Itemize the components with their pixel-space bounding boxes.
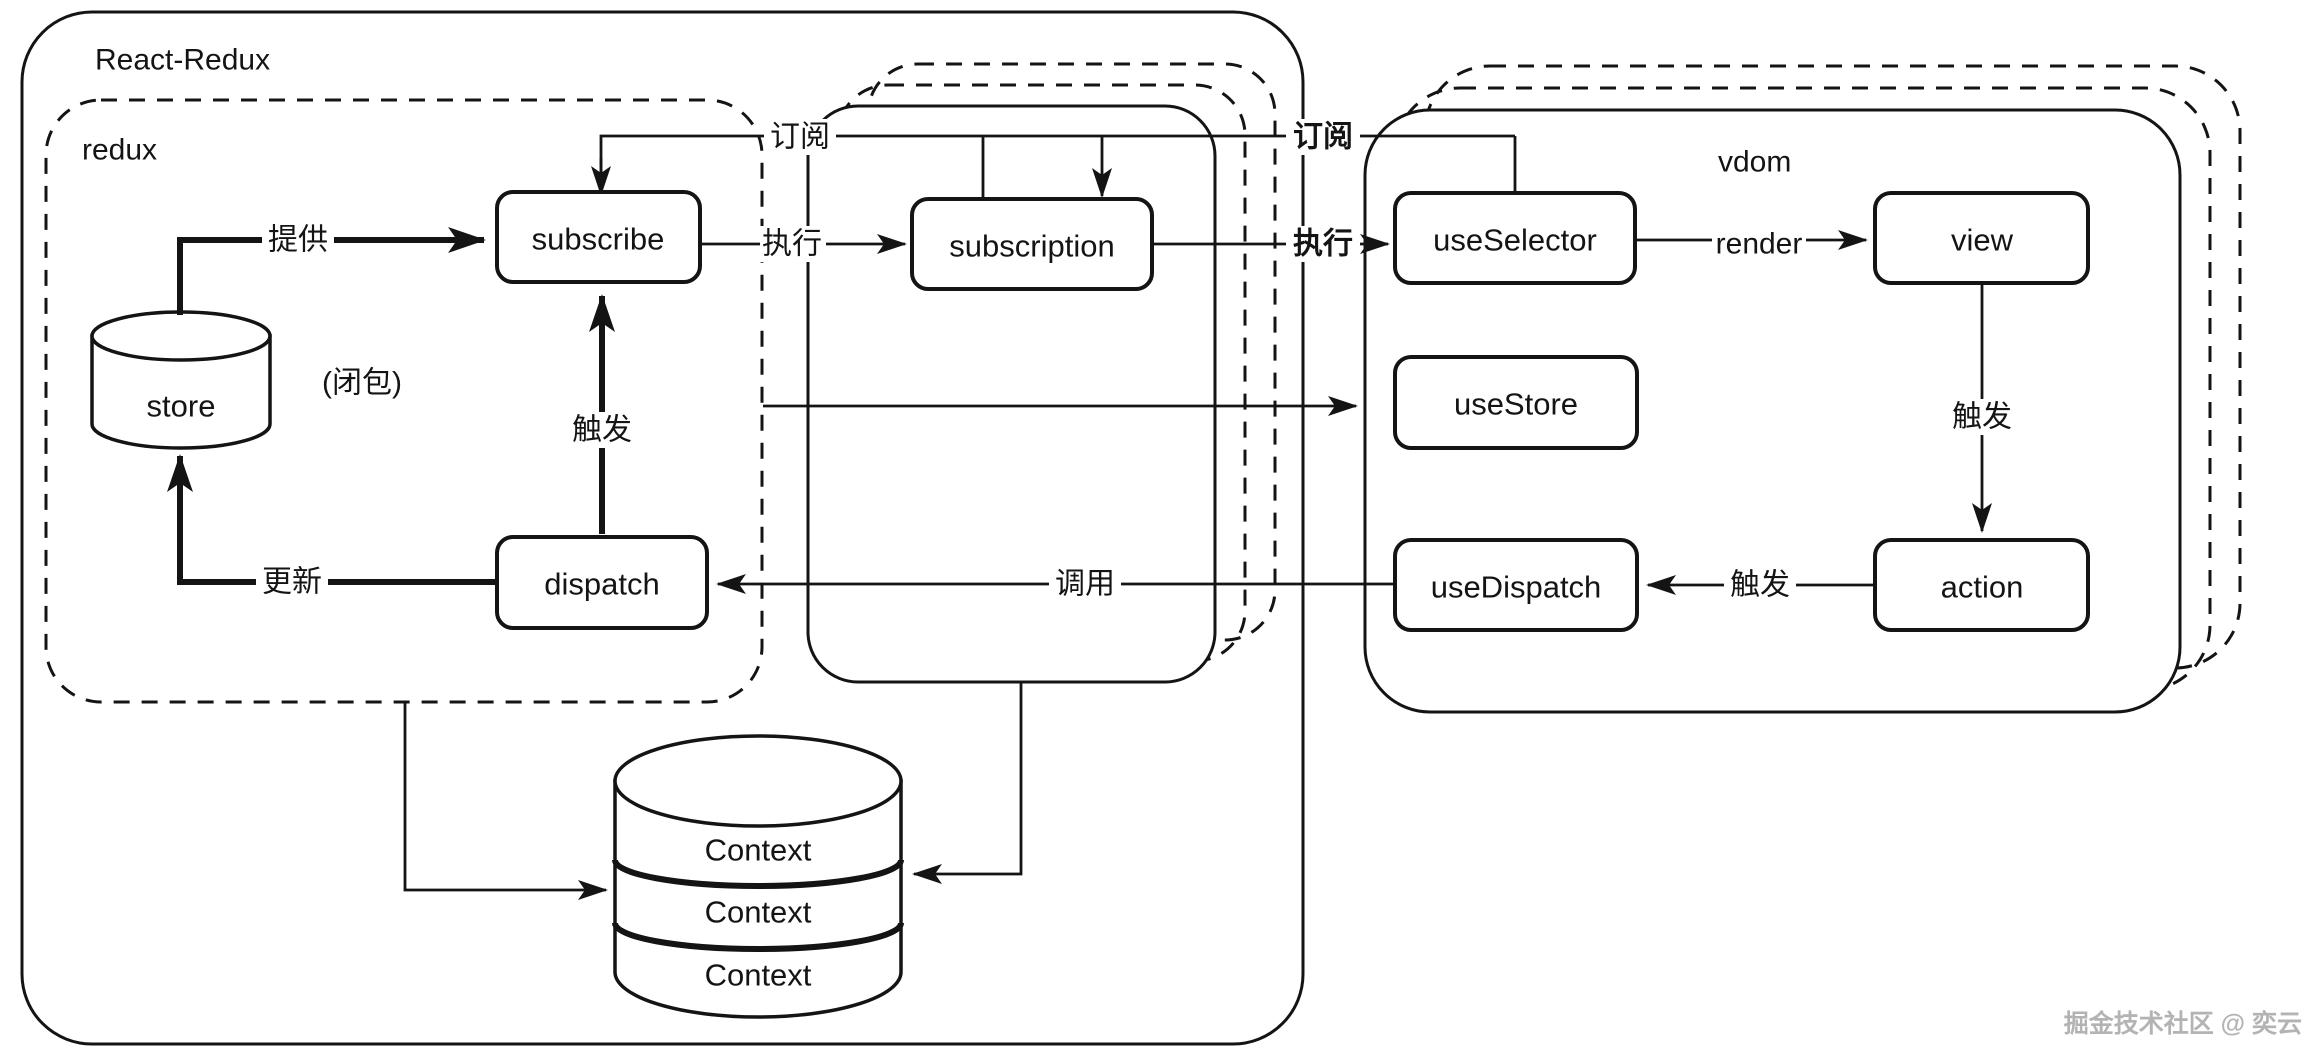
edge-label-provide-bg	[262, 222, 334, 258]
store-cylinder	[90, 310, 272, 450]
edge-store-provide-subscribe	[177, 227, 486, 315]
node-action	[1873, 538, 2090, 632]
container-vdom-label: vdom	[1718, 146, 1791, 179]
node-usestore-label: useStore	[1454, 387, 1578, 422]
edge-label-trigger-dispatch: 触发	[572, 414, 632, 447]
edge-label-call-bg	[1049, 566, 1121, 602]
edge-label-render: render	[1716, 228, 1803, 261]
edge-dispatch-update-store	[167, 454, 497, 585]
watermark: 掘金技术社区 @ 奕云	[2064, 1009, 2302, 1038]
node-useselector-label: useSelector	[1433, 223, 1597, 258]
edge-label-subscribe-left: 订阅	[770, 121, 830, 154]
node-usestore	[1393, 355, 1639, 450]
edge-label-render-bg	[1712, 226, 1806, 260]
label-closure: (闭包)	[322, 367, 402, 400]
edge-label-trigger-action: 触发	[1730, 569, 1790, 602]
edge-label-call: 调用	[1055, 568, 1115, 601]
edge-label-execute-right: 执行	[1293, 228, 1353, 261]
context-separator-2	[612, 922, 904, 952]
context-cylinder	[612, 734, 904, 1019]
node-action-label: action	[1941, 570, 2024, 605]
edge-label-subscribe-right-bg	[1286, 119, 1360, 155]
container-subscription-stack	[806, 104, 1217, 684]
edge-redux-to-context	[403, 702, 608, 900]
edge-label-execute-left: 执行	[762, 228, 822, 261]
node-subscription-label: subscription	[949, 229, 1114, 264]
node-subscribe	[495, 190, 702, 284]
context-label-2: Context	[705, 895, 812, 930]
edge-label-update: 更新	[262, 566, 322, 599]
edge-subscription-to-context	[912, 682, 1023, 884]
container-react-redux-label: React-Redux	[95, 44, 270, 77]
node-dispatch-label: dispatch	[544, 567, 659, 602]
edge-label-trigger-view-bg	[1946, 399, 2018, 435]
edge-label-execute-right-bg	[1286, 226, 1360, 262]
edge-label-execute-left-bg	[760, 226, 826, 262]
edge-label-trigger-view: 触发	[1952, 401, 2012, 434]
container-redux-label: redux	[82, 134, 157, 167]
node-usedispatch	[1393, 538, 1639, 632]
node-view	[1873, 191, 2090, 285]
edge-label-provide: 提供	[268, 224, 328, 257]
node-subscription	[910, 197, 1154, 291]
node-usedispatch-label: useDispatch	[1431, 570, 1602, 605]
store-label: store	[147, 389, 216, 424]
context-separator-1	[612, 859, 904, 889]
context-label-1: Context	[705, 833, 812, 868]
edge-label-trigger-dispatch-bg	[566, 412, 638, 448]
edge-label-trigger-action-bg	[1724, 567, 1796, 603]
edge-label-update-bg	[256, 564, 328, 600]
edge-label-subscribe-right: 订阅	[1293, 121, 1353, 154]
context-label-3: Context	[705, 958, 812, 993]
node-dispatch	[495, 535, 709, 630]
node-view-label: view	[1951, 223, 2014, 258]
node-subscribe-label: subscribe	[532, 222, 665, 257]
edge-label-subscribe-left-bg	[764, 119, 836, 155]
node-useselector	[1393, 191, 1637, 285]
